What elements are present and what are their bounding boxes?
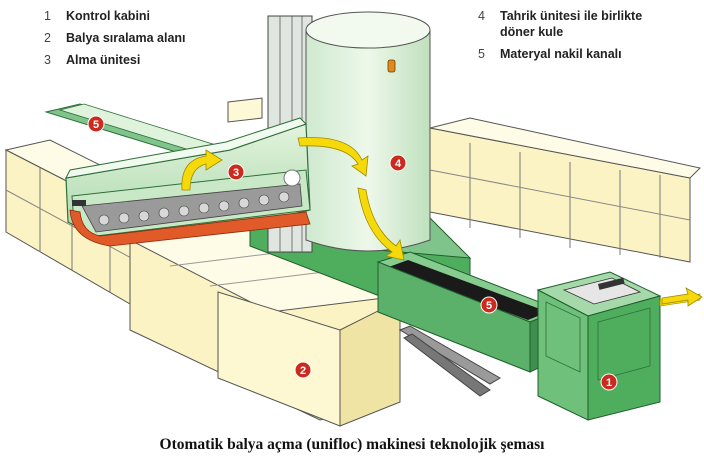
badge-5-front: 5 bbox=[480, 296, 498, 314]
flow-arrow-down bbox=[357, 187, 405, 261]
badge-5-front-label: 5 bbox=[486, 300, 492, 312]
legend-label: Materyal nakil kanalı bbox=[500, 47, 622, 61]
flow-arrow-lift bbox=[181, 149, 223, 191]
badge-1-label: 1 bbox=[606, 377, 612, 389]
legend-num: 2 bbox=[44, 31, 51, 45]
badge-4-label: 4 bbox=[395, 158, 402, 170]
legend-num: 4 bbox=[478, 9, 485, 23]
control-cabin bbox=[536, 271, 701, 421]
badge-3: 3 bbox=[227, 163, 245, 181]
legend-item: 4 Tahrik ünitesi ile birlikte döner kule bbox=[478, 8, 660, 40]
legend-label: Alma ünitesi bbox=[66, 53, 141, 67]
legend-item: 5 Materyal nakil kanalı bbox=[478, 46, 660, 62]
legend-left: 1 Kontrol kabini 2 Balya sıralama alanı 3 A… bbox=[44, 8, 186, 74]
badge-1: 1 bbox=[600, 373, 618, 391]
legend-num: 3 bbox=[44, 53, 51, 67]
legend-label: Kontrol kabini bbox=[66, 9, 151, 23]
figure-caption: Otomatik balya açma (unifloc) makinesi t… bbox=[159, 436, 545, 453]
badge-3-label: 3 bbox=[233, 167, 239, 179]
material-flow-arrows bbox=[181, 137, 703, 307]
badge-2-label: 2 bbox=[300, 365, 306, 377]
legend-item: 2 Balya sıralama alanı bbox=[44, 30, 186, 46]
legend-item: 3 Alma ünitesi bbox=[44, 52, 186, 68]
legend-label: Balya sıralama alanı bbox=[66, 31, 186, 45]
legend-label: Tahrik ünitesi ile birlikte döner kule bbox=[500, 9, 643, 39]
badge-2: 2 bbox=[294, 361, 312, 379]
legend-num: 5 bbox=[478, 47, 485, 61]
badge-5-back: 5 bbox=[87, 115, 105, 133]
badge-5-back-label: 5 bbox=[93, 119, 99, 131]
legend-num: 1 bbox=[44, 9, 51, 23]
flow-arrow-tower bbox=[297, 137, 369, 177]
flow-arrow-out bbox=[661, 287, 703, 307]
badge-4: 4 bbox=[389, 154, 407, 172]
floor-track bbox=[398, 325, 501, 397]
legend-item: 1 Kontrol kabini bbox=[44, 8, 186, 24]
